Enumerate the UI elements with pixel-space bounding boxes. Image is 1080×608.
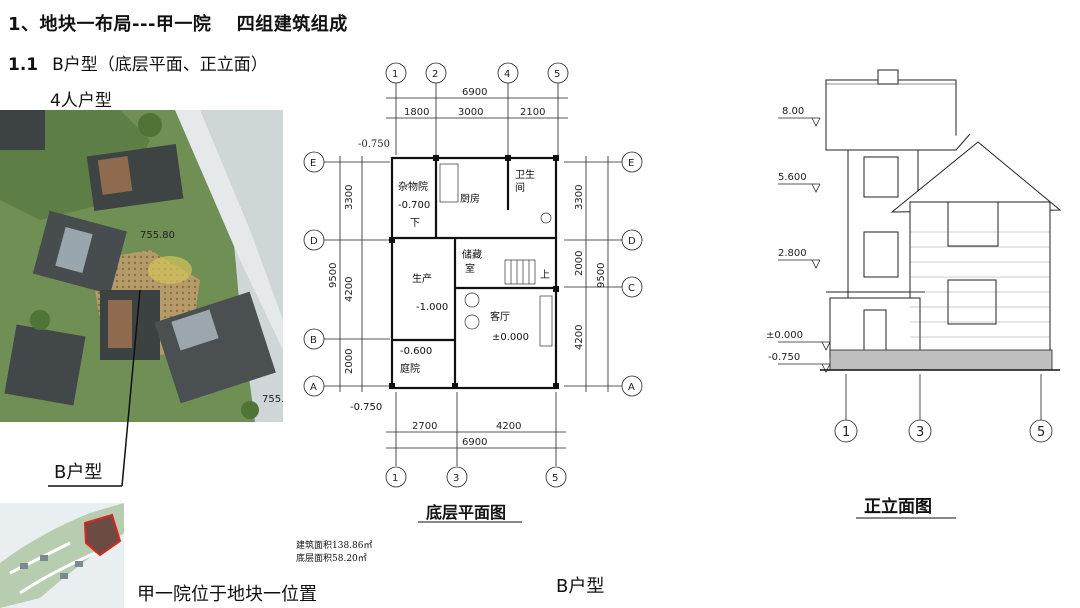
svg-text:E: E — [310, 158, 316, 169]
elevation-axis-1: 1 — [834, 419, 858, 443]
site-plan-image: 755.80 755. — [0, 110, 283, 422]
grid-bubble-left-E: E — [303, 151, 325, 173]
room-living: 客厅 — [490, 310, 510, 323]
grid-bubble-left-D: D — [303, 229, 325, 251]
dim-bottom-1: 2700 — [412, 421, 437, 432]
floor-plan-title: 底层平面图 — [426, 503, 506, 522]
area-info: 建筑面积138.86㎡ 底层面积58.20㎡ — [296, 540, 373, 566]
svg-text:1: 1 — [842, 425, 850, 440]
elevation-axis-5: 5 — [1029, 419, 1053, 443]
grid-bubble-right-C: C — [621, 276, 643, 298]
elevation-title: 正立面图 — [864, 496, 932, 517]
section-title: B户型（底层平面、正立面） — [52, 55, 268, 75]
grid-bubble-top-5: 5 — [547, 62, 569, 84]
room-wc: 卫生 — [515, 168, 535, 181]
total-area: 建筑面积138.86㎡ — [296, 541, 373, 551]
dim-total-right: 9500 — [596, 263, 607, 288]
grid-bubble-right-A: A — [621, 375, 643, 397]
ground-floor-area: 底层面积58.20㎡ — [296, 554, 367, 564]
grid-bubble-top-4: 4 — [497, 62, 519, 84]
plan-walls — [390, 156, 558, 390]
grid-bubble-left-B: B — [303, 328, 325, 350]
room-storage: 储藏 — [462, 248, 482, 261]
household-size-label: 4人户型 — [50, 91, 112, 111]
room-wc-2: 间 — [515, 181, 525, 194]
level-0: ±0.000 — [766, 330, 803, 341]
dim-left-2: 4200 — [344, 277, 355, 302]
room-sundry-yard: 杂物院 — [398, 180, 428, 193]
svg-text:D: D — [310, 236, 318, 247]
site-elevation-label: 755.80 — [140, 230, 175, 241]
location-highlight — [83, 513, 122, 557]
dim-top-2: 3000 — [458, 107, 483, 118]
callout-label: B户型 — [54, 462, 103, 483]
level-8: 8.00 — [782, 106, 804, 117]
grid-bubble-right-E: E — [621, 151, 643, 173]
level-neg: -0.750 — [768, 352, 800, 363]
svg-text:1: 1 — [392, 473, 398, 484]
room-production: 生产 — [412, 272, 432, 285]
location-map-thumbnail — [0, 503, 124, 608]
dim-left-1: 3300 — [344, 185, 355, 210]
room-sundry-level: -0.700 — [398, 200, 430, 211]
level-5-6: 5.600 — [778, 172, 807, 183]
room-yard-level: -0.600 — [400, 346, 432, 357]
svg-text:5: 5 — [1037, 425, 1045, 440]
svg-text:5: 5 — [552, 473, 558, 484]
dim-total-left: 9500 — [328, 263, 339, 288]
svg-text:3: 3 — [916, 425, 924, 440]
svg-text:3: 3 — [453, 473, 459, 484]
grid-bubble-left-A: A — [303, 375, 325, 397]
svg-text:B: B — [310, 335, 317, 346]
elevation-axis-3: 3 — [908, 419, 932, 443]
room-kitchen: 厨房 — [460, 192, 480, 205]
elevation-building — [825, 69, 1062, 359]
dim-left-3: 2000 — [344, 349, 355, 374]
section-number: 1.1 — [8, 55, 39, 75]
dim-right-3: 4200 — [574, 325, 585, 350]
page-title: 1、地块一布局---甲一院 四组建筑组成 — [8, 14, 348, 35]
location-caption: 甲一院位于地块一位置 — [137, 584, 317, 605]
svg-text:A: A — [628, 382, 635, 393]
svg-text:C: C — [628, 283, 635, 294]
svg-text:E: E — [628, 158, 634, 169]
level-2-8: 2.800 — [778, 248, 807, 259]
dim-total-bottom: 6900 — [462, 437, 487, 448]
level-top: -0.750 — [358, 139, 390, 150]
svg-text:4: 4 — [504, 69, 510, 80]
type-label: B户型 — [556, 576, 605, 597]
dim-top-1: 1800 — [404, 107, 429, 118]
level-bottom: -0.750 — [350, 402, 382, 413]
grid-bubble-right-D: D — [621, 229, 643, 251]
section-heading: 1.1 B户型（底层平面、正立面） — [8, 50, 268, 75]
room-production-level: -1.000 — [416, 302, 448, 313]
stair-up-label: 上 — [540, 269, 550, 281]
svg-text:D: D — [628, 236, 636, 247]
grid-bubble-bottom-3: 3 — [446, 466, 468, 488]
dim-bottom-2: 4200 — [496, 421, 521, 432]
room-yard: 庭院 — [400, 362, 420, 375]
site-elevation-label-2: 755. — [262, 394, 283, 405]
grid-bubble-top-2: 2 — [425, 62, 447, 84]
dim-total-top: 6900 — [462, 87, 487, 98]
grid-bubble-bottom-1: 1 — [385, 466, 407, 488]
dim-right-1: 3300 — [574, 185, 585, 210]
grid-bubble-top-1: 1 — [385, 62, 407, 84]
svg-text:A: A — [310, 382, 317, 393]
grid-bubble-bottom-5: 5 — [545, 466, 567, 488]
dim-top-3: 2100 — [520, 107, 545, 118]
room-living-level: ±0.000 — [492, 332, 529, 343]
stone-base — [829, 349, 1053, 371]
floor-plan: 1 2 4 5 6900 1800 3000 2100 -0.750 E D B… — [303, 62, 643, 523]
svg-text:2: 2 — [432, 69, 438, 80]
front-elevation: 8.00 5.600 2.800 ±0.000 -0.750 — [766, 69, 1062, 519]
svg-text:1: 1 — [392, 69, 398, 80]
dim-right-2: 2000 — [574, 251, 585, 276]
stair-down-label: 下 — [410, 218, 420, 229]
room-storage-2: 室 — [465, 262, 475, 275]
svg-text:5: 5 — [554, 69, 560, 80]
